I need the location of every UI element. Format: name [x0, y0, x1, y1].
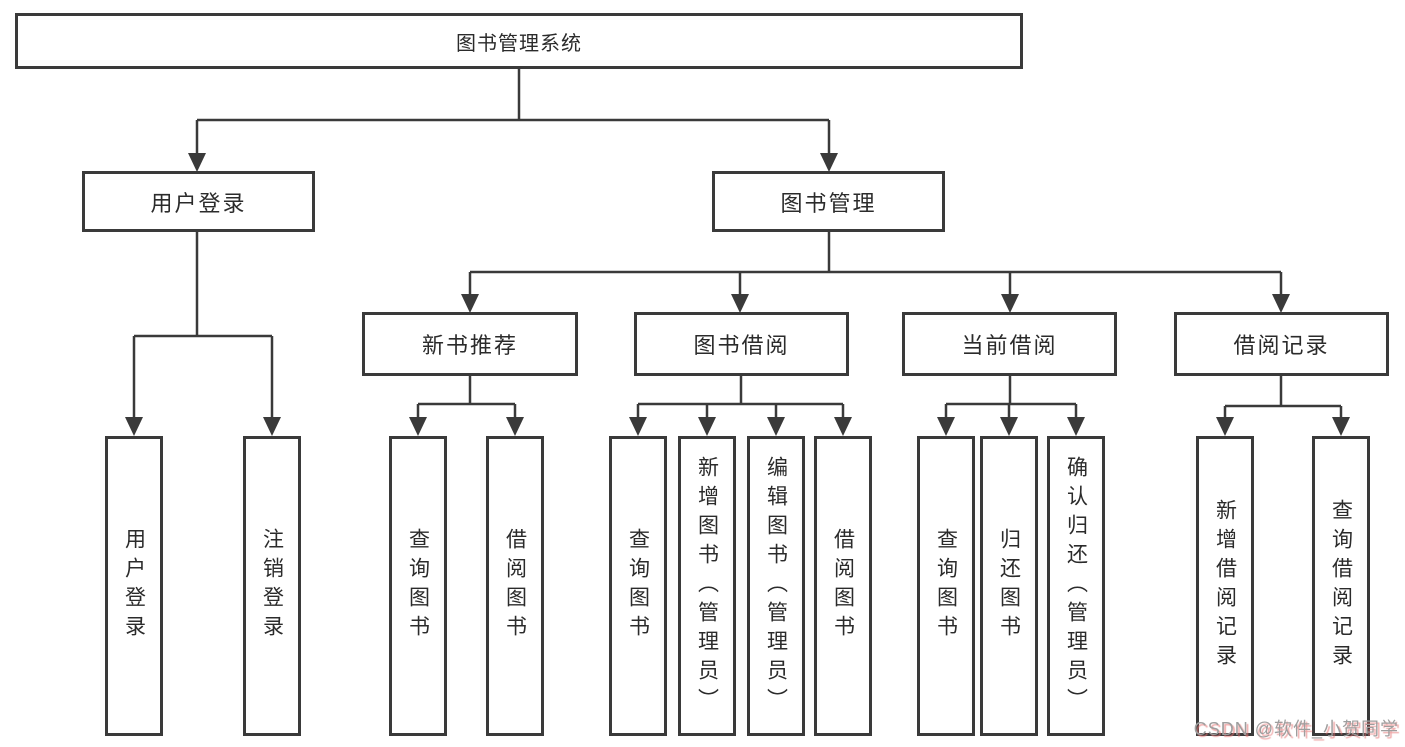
arrowhead [1000, 417, 1018, 436]
arrowhead [937, 417, 955, 436]
arrowhead [767, 417, 785, 436]
leaf-return-book: 归还图书 [980, 436, 1038, 736]
connector-borrowing-records-to-leaves [1216, 375, 1350, 436]
leaf-query-books-2: 查询图书 [609, 436, 667, 736]
arrowhead [409, 417, 427, 436]
arrowhead [263, 417, 281, 436]
connector-new-book-recommend-to-leaves [409, 375, 524, 436]
leaf-edit-book-admin: 编辑图书（管理员） [747, 436, 805, 736]
node-borrowing-records: 借阅记录 [1174, 312, 1389, 376]
connector-user-login-to-leaves [125, 232, 281, 436]
arrowhead [188, 153, 206, 172]
arrowhead [834, 417, 852, 436]
connector-current-borrowing-to-leaves [937, 375, 1085, 436]
connector-root-to-level2 [188, 69, 838, 172]
arrowhead [1332, 417, 1350, 436]
node-new-book-recommend: 新书推荐 [362, 312, 578, 376]
node-user-login: 用户登录 [82, 171, 315, 232]
leaf-query-books-3: 查询图书 [917, 436, 975, 736]
arrowhead [1216, 417, 1234, 436]
leaf-logout: 注销登录 [243, 436, 301, 736]
arrowhead [506, 417, 524, 436]
arrowhead [125, 417, 143, 436]
arrowhead [820, 153, 838, 172]
node-book-borrowing: 图书借阅 [634, 312, 849, 376]
leaf-borrow-books-1: 借阅图书 [486, 436, 544, 736]
arrowhead [461, 294, 479, 313]
leaf-add-book-admin: 新增图书（管理员） [678, 436, 736, 736]
leaf-query-books-1: 查询图书 [389, 436, 447, 736]
arrowhead [1001, 294, 1019, 313]
node-book-management: 图书管理 [712, 171, 945, 232]
csdn-watermark: CSDN @软件_小贺同学 [1193, 719, 1399, 739]
node-library-management-system: 图书管理系统 [15, 13, 1023, 69]
node-current-borrowing: 当前借阅 [902, 312, 1117, 376]
leaf-add-borrow-record: 新增借阅记录 [1196, 436, 1254, 736]
connector-book-borrowing-to-leaves [629, 375, 852, 436]
leaf-borrow-books-2: 借阅图书 [814, 436, 872, 736]
connector-book-management-to-level3 [461, 232, 1290, 313]
leaf-confirm-return-admin: 确认归还（管理员） [1047, 436, 1105, 736]
arrowhead [1272, 294, 1290, 313]
arrowhead [731, 294, 749, 313]
arrowhead [1067, 417, 1085, 436]
arrowhead [698, 417, 716, 436]
leaf-query-borrow-record: 查询借阅记录 [1312, 436, 1370, 736]
leaf-user-login: 用户登录 [105, 436, 163, 736]
arrowhead [629, 417, 647, 436]
